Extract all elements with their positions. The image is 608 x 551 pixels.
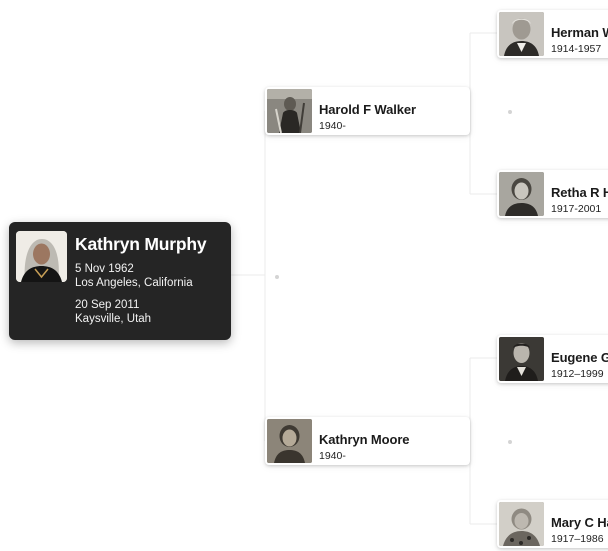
grandparent-card-paternal-grandfather[interactable]: Herman Walker 1914-1957 <box>497 10 608 58</box>
maternal-grandmother-dates: 1917–1986 <box>551 533 604 545</box>
focus-person-card[interactable]: Kathryn Murphy 5 Nov 1962 Los Angeles, C… <box>9 222 231 340</box>
mother-dates: 1940- <box>319 450 346 462</box>
maternal-grandmother-photo <box>499 502 544 546</box>
maternal-grandfather-dates: 1912–1999 <box>551 368 604 380</box>
death-date: 20 Sep 2011 <box>75 299 140 311</box>
paternal-grandfather-photo <box>499 12 544 56</box>
paternal-grandfather-dates: 1914-1957 <box>551 43 602 55</box>
paternal-grandmother-name: Retha R Hill <box>551 185 608 200</box>
focus-person-photo <box>16 231 67 282</box>
grandparent-card-maternal-grandmother[interactable]: Mary C Hall 1917–1986 <box>497 500 608 548</box>
expand-paternal-dot[interactable] <box>508 110 512 114</box>
mother-card[interactable]: Kathryn Moore 1940- <box>265 417 470 465</box>
death-place: Kaysville, Utah <box>75 313 152 325</box>
maternal-grandfather-photo <box>499 337 544 381</box>
birth-place: Los Angeles, California <box>75 277 193 289</box>
mother-name: Kathryn Moore <box>319 432 410 447</box>
focus-person-name: Kathryn Murphy <box>75 234 207 254</box>
father-card[interactable]: Harold F Walker 1940- <box>265 87 470 135</box>
paternal-grandfather-name: Herman Walker <box>551 25 608 40</box>
father-photo <box>267 89 312 133</box>
paternal-grandmother-dates: 1917-2001 <box>551 203 602 215</box>
paternal-grandmother-photo <box>499 172 544 216</box>
expand-maternal-dot[interactable] <box>508 440 512 444</box>
father-name: Harold F Walker <box>319 102 416 117</box>
father-dates: 1940- <box>319 120 346 132</box>
grandparent-card-paternal-grandmother[interactable]: Retha R Hill 1917-2001 <box>497 170 608 218</box>
maternal-grandfather-name: Eugene Gomez <box>551 350 608 365</box>
maternal-grandmother-name: Mary C Hall <box>551 515 608 530</box>
expand-parents-dot[interactable] <box>275 275 279 279</box>
birth-date: 5 Nov 1962 <box>75 263 134 275</box>
grandparent-card-maternal-grandfather[interactable]: Eugene Gomez 1912–1999 <box>497 335 608 383</box>
mother-photo <box>267 419 312 463</box>
